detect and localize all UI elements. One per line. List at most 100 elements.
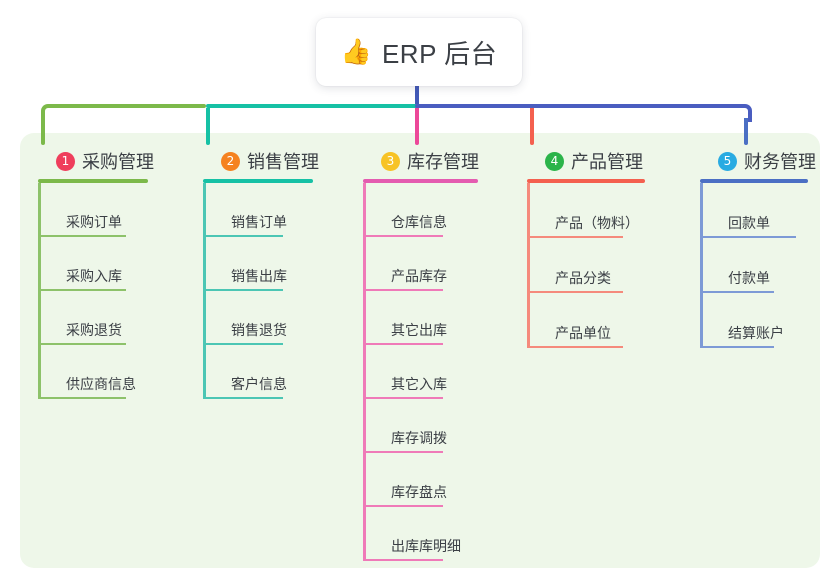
rail-segment-teal	[206, 104, 419, 108]
leaf-item[interactable]: 结算账户	[700, 293, 816, 348]
leaf-item-underline	[203, 343, 283, 345]
leaf-item-label: 结算账户	[728, 325, 784, 341]
leaf-item-label: 出库库明细	[391, 538, 461, 554]
leaf-item-underline	[700, 346, 774, 348]
rail-segment-green	[48, 104, 206, 108]
branch-drop-5	[744, 118, 748, 145]
branch-items-库存管理: 仓库信息产品库存其它出库其它入库库存调拨库存盘点出库库明细	[363, 183, 479, 561]
leaf-item-underline	[38, 289, 126, 291]
leaf-item-underline	[203, 397, 283, 399]
branch-header-label: 库存管理	[407, 152, 479, 172]
leaf-item-label: 付款单	[728, 270, 770, 286]
leaf-item[interactable]: 产品分类	[527, 238, 645, 293]
leaf-item-underline	[527, 236, 623, 238]
branch-number-badge: 3	[381, 151, 400, 171]
leaf-item-underline	[527, 291, 623, 293]
leaf-item-label: 回款单	[728, 215, 770, 231]
leaf-item[interactable]: 采购订单	[38, 183, 154, 237]
leaf-item[interactable]: 其它入库	[363, 345, 479, 399]
leaf-item-label: 销售订单	[231, 214, 287, 230]
branch-items-采购管理: 采购订单采购入库采购退货供应商信息	[38, 183, 154, 399]
leaf-item[interactable]: 库存盘点	[363, 453, 479, 507]
leaf-item[interactable]: 回款单	[700, 183, 816, 238]
leaf-item[interactable]: 销售订单	[203, 183, 319, 237]
leaf-item-label: 库存调拨	[391, 430, 447, 446]
leaf-item-label: 产品（物料）	[555, 215, 639, 231]
branch-header-label: 采购管理	[82, 152, 154, 172]
branch-spine	[527, 183, 530, 348]
branch-header-采购管理[interactable]: 1 采购管理	[38, 148, 154, 174]
branch-column-3: 3 库存管理仓库信息产品库存其它出库其它入库库存调拨库存盘点出库库明细	[363, 148, 479, 561]
leaf-item-underline	[363, 451, 443, 453]
branch-spine	[38, 183, 41, 399]
branch-drop-2	[206, 108, 210, 145]
leaf-item-underline	[700, 291, 774, 293]
leaf-item-label: 其它入库	[391, 376, 447, 392]
branch-header-库存管理[interactable]: 3 库存管理	[363, 148, 479, 174]
leaf-item[interactable]: 销售退货	[203, 291, 319, 345]
leaf-item[interactable]: 客户信息	[203, 345, 319, 399]
leaf-item-underline	[700, 236, 796, 238]
branch-items-产品管理: 产品（物料） 产品分类产品单位	[527, 183, 645, 348]
branch-column-5: 5 财务管理回款单付款单结算账户	[700, 148, 816, 348]
rail-corner-left	[41, 104, 59, 122]
branch-header-财务管理[interactable]: 5 财务管理	[700, 148, 816, 174]
leaf-item[interactable]: 库存调拨	[363, 399, 479, 453]
leaf-item-underline	[38, 397, 126, 399]
rail-corner-right	[734, 104, 752, 122]
branch-header-underline	[700, 179, 808, 183]
leaf-item[interactable]: 产品库存	[363, 237, 479, 291]
branch-column-4: 4 产品管理产品（物料） 产品分类产品单位	[527, 148, 645, 348]
leaf-item-label: 销售退货	[231, 322, 287, 338]
leaf-item-label: 产品库存	[391, 268, 447, 284]
branch-header-underline	[203, 179, 313, 183]
root-node-erp-backend[interactable]: 👍 ERP 后台	[316, 18, 522, 86]
branch-header-产品管理[interactable]: 4 产品管理	[527, 148, 645, 174]
branch-number-badge: 1	[56, 151, 75, 171]
leaf-item-underline	[203, 289, 283, 291]
leaf-item-label: 其它出库	[391, 322, 447, 338]
root-node-title: ERP 后台	[381, 38, 498, 69]
leaf-item[interactable]: 采购入库	[38, 237, 154, 291]
leaf-item[interactable]: 采购退货	[38, 291, 154, 345]
rail-segment-indigo	[415, 104, 741, 108]
branch-header-label: 财务管理	[744, 152, 816, 172]
leaf-item-label: 产品单位	[555, 325, 611, 341]
branch-drop-1	[41, 118, 45, 145]
leaf-item[interactable]: 其它出库	[363, 291, 479, 345]
leaf-item-underline	[363, 289, 443, 291]
leaf-item[interactable]: 出库库明细	[363, 507, 479, 561]
branch-number-badge: 4	[545, 151, 564, 171]
leaf-item-underline	[38, 235, 126, 237]
branch-header-underline	[527, 179, 645, 183]
branch-number-badge: 5	[718, 151, 737, 171]
leaf-item[interactable]: 产品单位	[527, 293, 645, 348]
branches-panel	[20, 133, 820, 568]
leaf-item-underline	[527, 346, 623, 348]
leaf-item-label: 仓库信息	[391, 214, 447, 230]
leaf-item-label: 客户信息	[231, 376, 287, 392]
leaf-item-label: 采购退货	[66, 322, 122, 338]
leaf-item[interactable]: 仓库信息	[363, 183, 479, 237]
leaf-item[interactable]: 销售出库	[203, 237, 319, 291]
branch-items-销售管理: 销售订单销售出库销售退货客户信息	[203, 183, 319, 399]
leaf-item-label: 库存盘点	[391, 484, 447, 500]
leaf-item-underline	[203, 235, 283, 237]
leaf-item-underline	[38, 343, 126, 345]
branch-header-label: 产品管理	[571, 152, 643, 172]
leaf-item[interactable]: 供应商信息	[38, 345, 154, 399]
branch-header-label: 销售管理	[247, 152, 319, 172]
leaf-item-underline	[363, 343, 443, 345]
branch-column-1: 1 采购管理采购订单采购入库采购退货供应商信息	[38, 148, 154, 399]
leaf-item-label: 采购入库	[66, 268, 122, 284]
leaf-item-label: 采购订单	[66, 214, 122, 230]
branch-header-underline	[363, 179, 478, 183]
branch-spine	[203, 183, 206, 399]
leaf-item-underline	[363, 505, 443, 507]
leaf-item-label: 产品分类	[555, 270, 611, 286]
leaf-item[interactable]: 产品（物料）	[527, 183, 645, 238]
leaf-item[interactable]: 付款单	[700, 238, 816, 293]
